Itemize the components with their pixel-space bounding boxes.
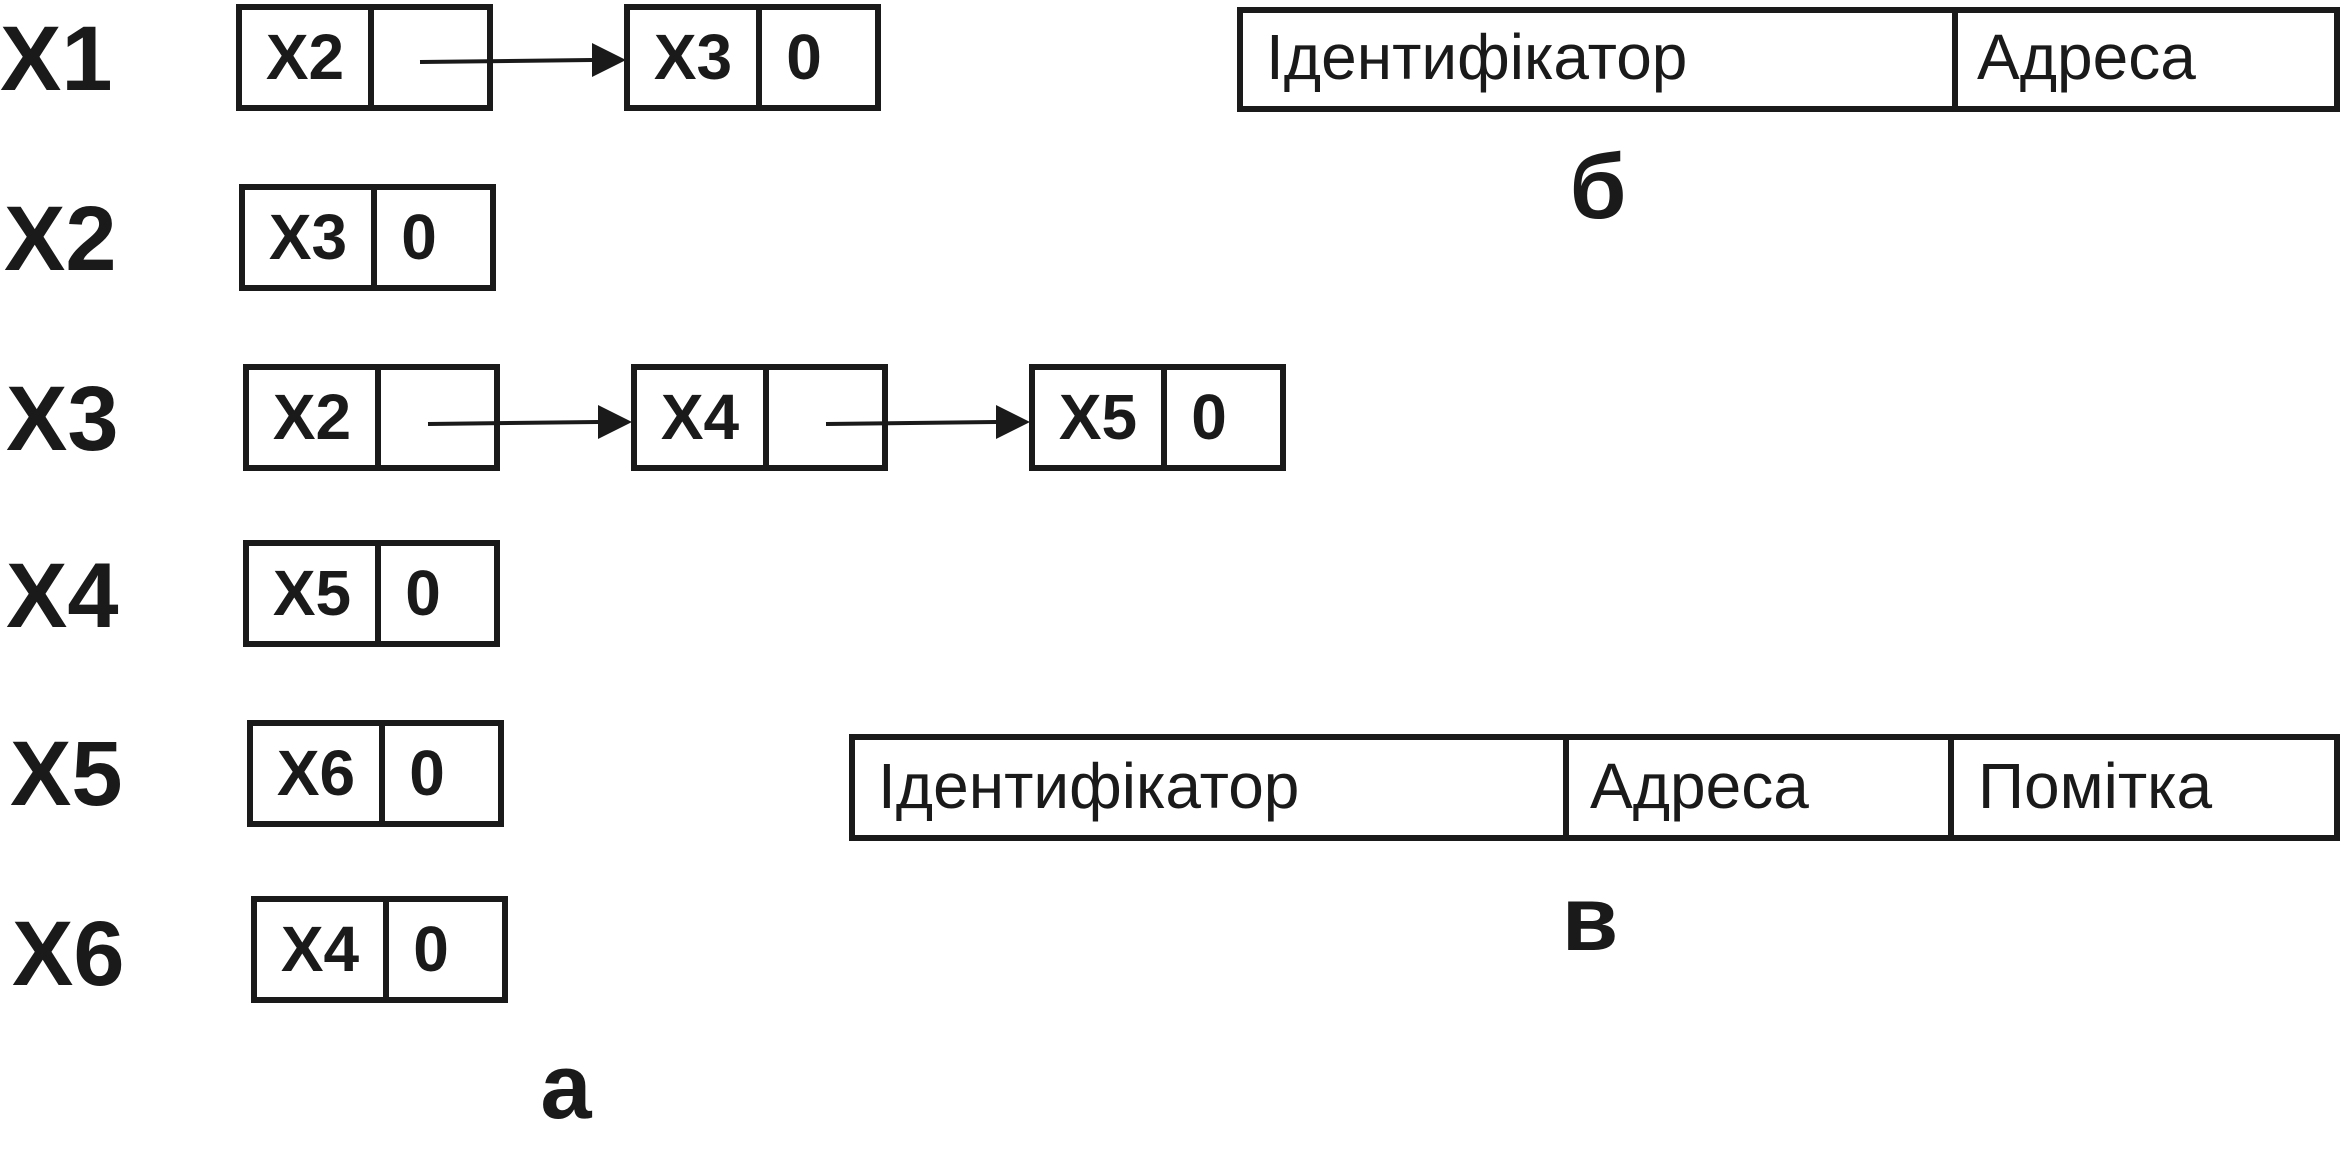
caption-b: б <box>1570 136 1627 238</box>
caption-c: в <box>1562 868 1619 970</box>
record-c-box <box>849 734 2340 841</box>
list-x4: X5 0 <box>243 540 500 647</box>
node-next: 0 <box>786 21 822 93</box>
arrow-head <box>592 43 626 77</box>
node-name: X5 <box>273 557 351 629</box>
node-box <box>243 540 500 647</box>
node-box <box>624 4 881 111</box>
list-x6: X4 0 <box>251 896 508 1003</box>
list-arrow <box>419 43 626 77</box>
node-name: X4 <box>281 913 360 985</box>
node-next: 0 <box>401 201 437 273</box>
list-node: X6 0 <box>247 720 504 827</box>
node-next: 0 <box>405 557 441 629</box>
node-name: X5 <box>1059 381 1137 453</box>
node-name: X3 <box>654 21 732 93</box>
row-label-x5: X5 <box>10 723 123 825</box>
node-next: 0 <box>1191 381 1227 453</box>
node-box <box>236 4 493 111</box>
node-box <box>239 184 496 291</box>
node-next: 0 <box>409 737 445 809</box>
node-name: X3 <box>269 201 347 273</box>
list-node: X2 <box>243 364 500 471</box>
row-label-x4: X4 <box>6 545 119 647</box>
node-name: X2 <box>273 381 351 453</box>
list-node: X3 0 <box>239 184 496 291</box>
list-node: X5 0 <box>1029 364 1286 471</box>
record-c-field-mark: Помітка <box>1978 750 2213 822</box>
node-box <box>247 720 504 827</box>
record-c-field-identifier: Ідентифікатор <box>878 750 1299 822</box>
record-c: Ідентифікатор Адреса Помітка <box>849 734 2340 841</box>
record-c-field-address: Адреса <box>1590 750 1809 822</box>
node-box <box>631 364 888 471</box>
arrow-head <box>598 405 632 439</box>
row-label-x6: X6 <box>12 903 125 1005</box>
list-node: X4 <box>631 364 888 471</box>
node-box <box>251 896 508 1003</box>
node-box <box>1029 364 1286 471</box>
arrow-line <box>427 420 599 426</box>
row-label-x2: X2 <box>4 188 117 290</box>
list-node: X4 0 <box>251 896 508 1003</box>
node-name: X6 <box>277 737 355 809</box>
node-next: 0 <box>413 913 449 985</box>
arrow-head <box>996 405 1030 439</box>
node-box <box>243 364 500 471</box>
node-name: X4 <box>661 381 740 453</box>
record-b: Ідентифікатор Адреса <box>1237 7 2340 112</box>
arrow-line <box>419 58 593 64</box>
list-node: X5 0 <box>243 540 500 647</box>
list-node: X2 <box>236 4 493 111</box>
list-arrow <box>825 405 1030 439</box>
row-label-x1: X1 <box>0 8 113 110</box>
list-x1: X2 X3 0 <box>236 4 881 111</box>
record-b-field-identifier: Ідентифікатор <box>1266 21 1687 93</box>
record-b-field-address: Адреса <box>1977 21 2196 93</box>
list-node: X3 0 <box>624 4 881 111</box>
node-name: X2 <box>266 21 344 93</box>
row-label-x3: X3 <box>6 368 119 470</box>
arrow-line <box>825 420 997 426</box>
caption-a: а <box>540 1036 592 1138</box>
list-x5: X6 0 <box>247 720 504 827</box>
record-b-box <box>1237 7 2340 112</box>
list-x2: X3 0 <box>239 184 496 291</box>
list-x3: X2 X4 X5 0 <box>243 364 1286 471</box>
list-arrow <box>427 405 632 439</box>
